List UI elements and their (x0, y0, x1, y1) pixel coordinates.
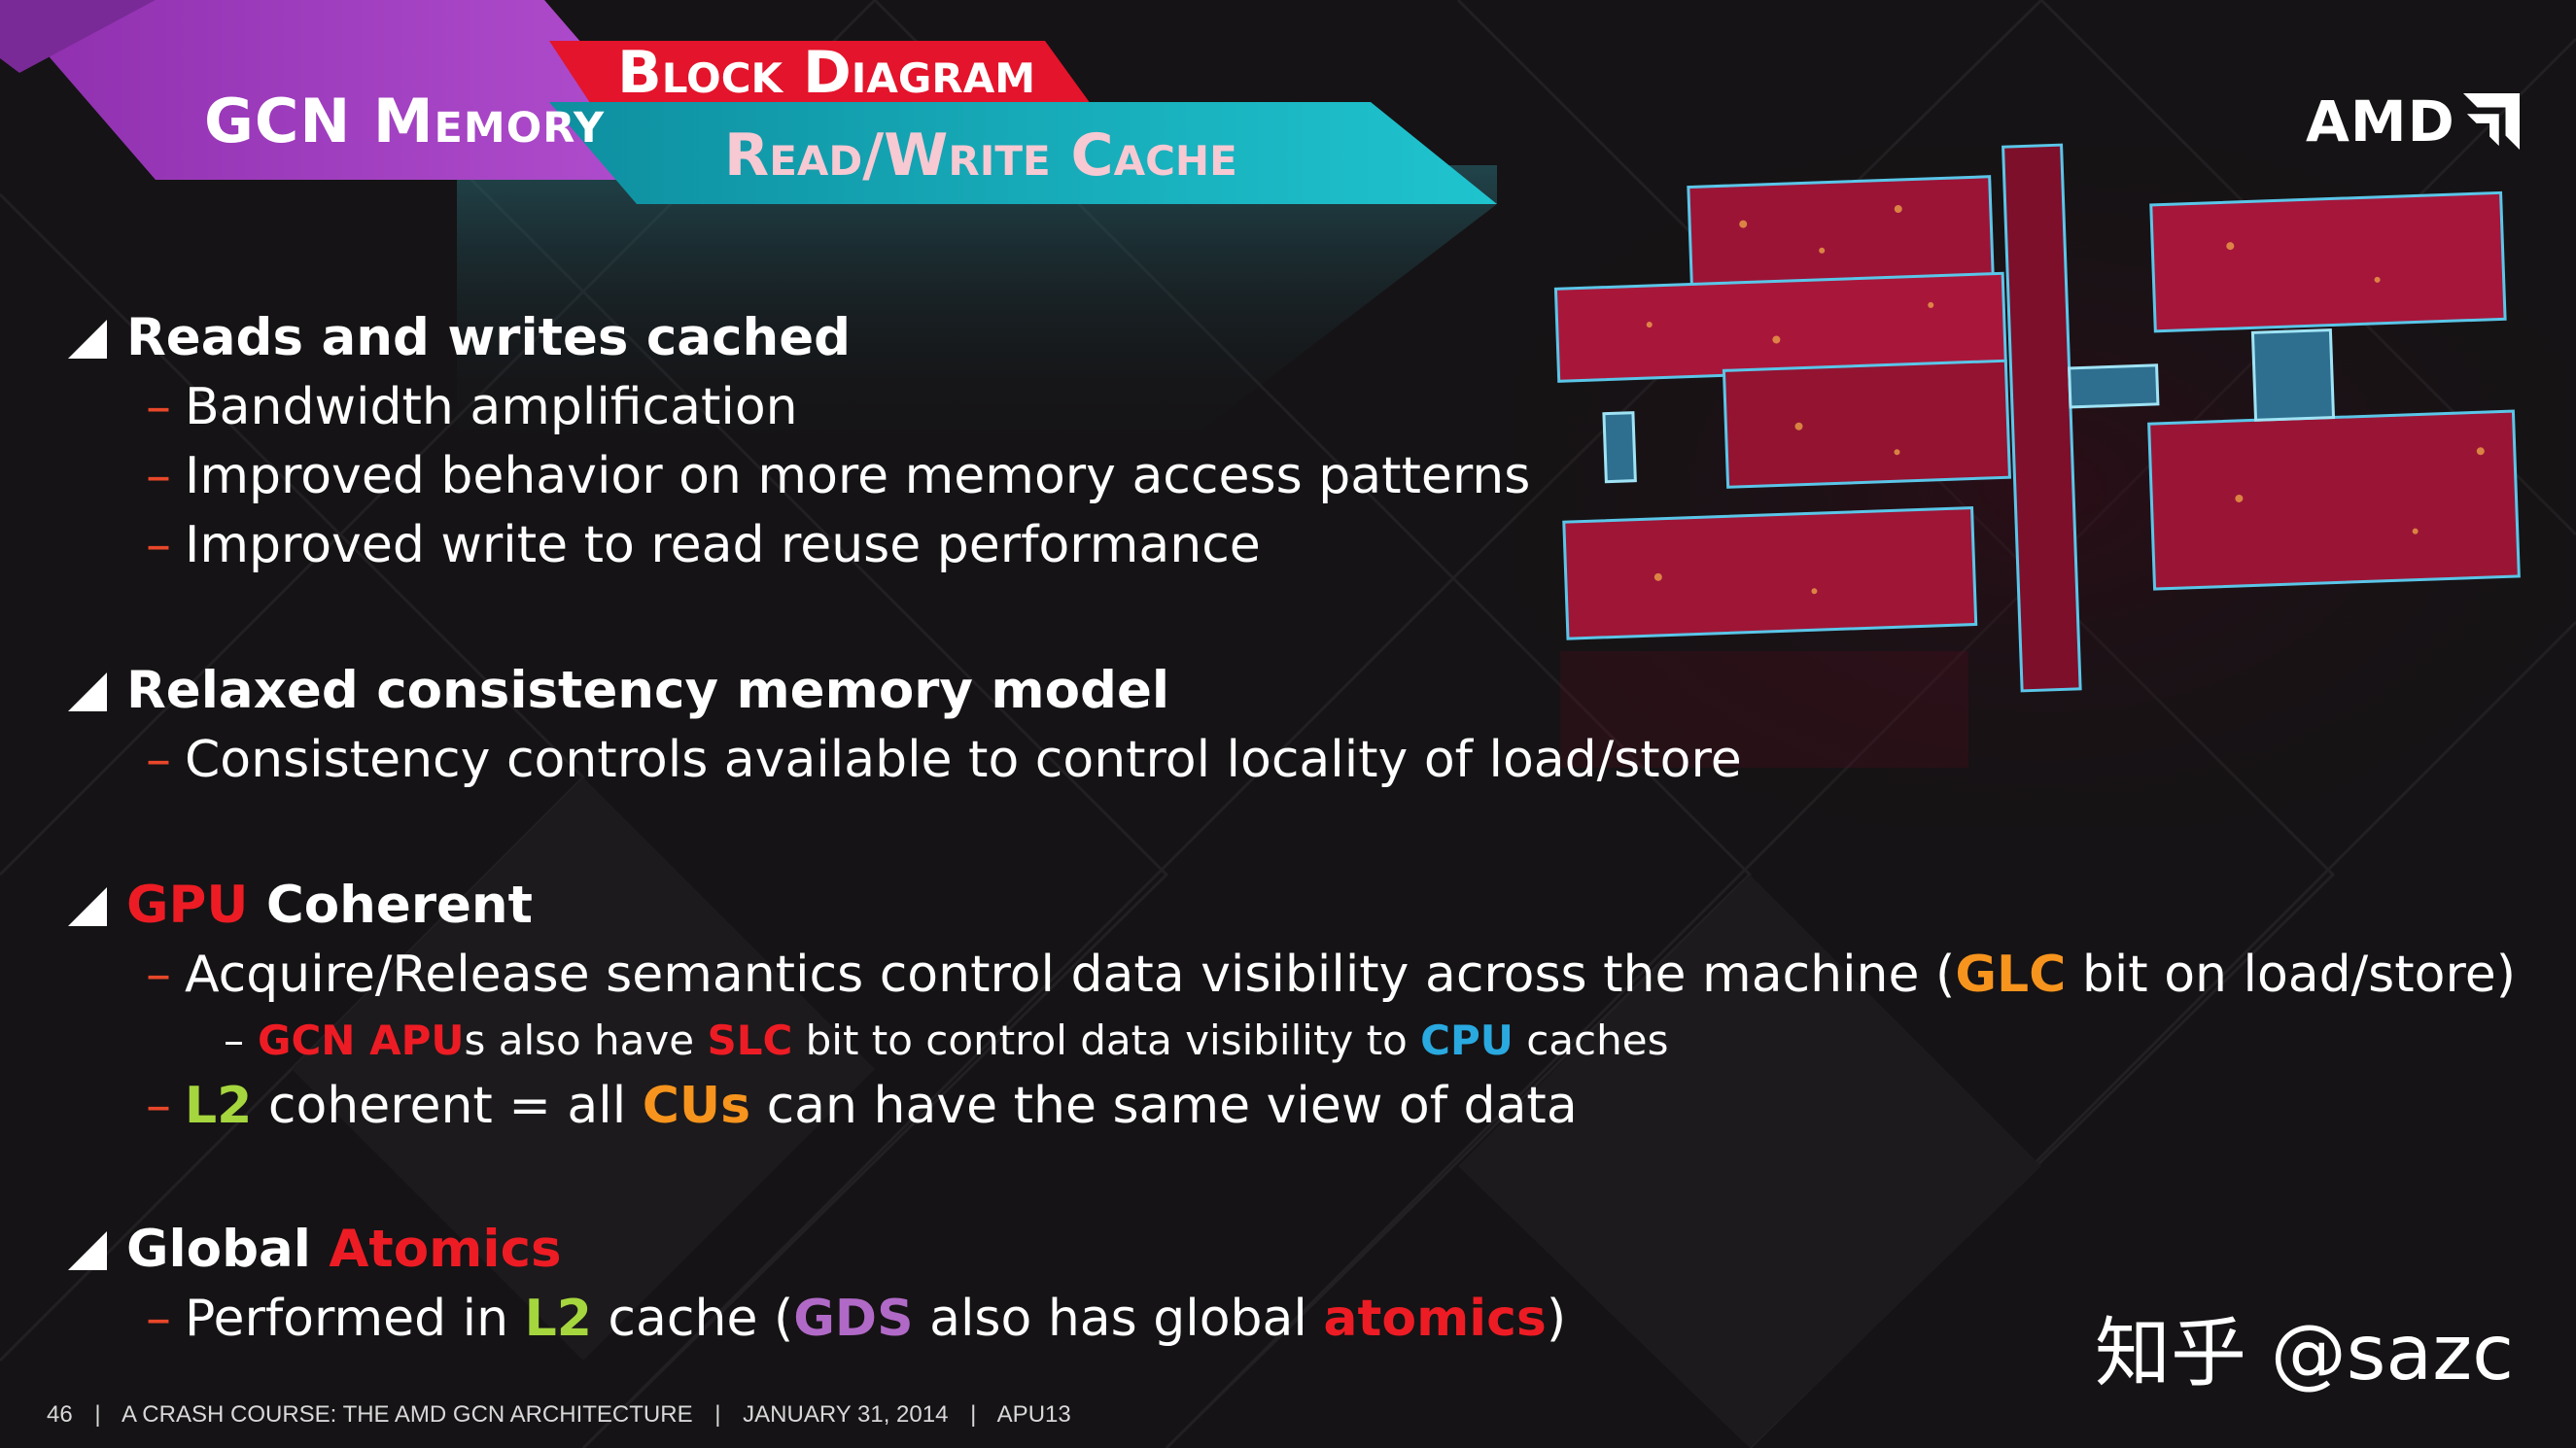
section-heading: Reads and writes cached (68, 303, 1530, 373)
amd-logo: AMD (2306, 88, 2520, 155)
list-item: –L2 coherent = all CUs can have the same… (146, 1077, 1578, 1135)
section-heading: GPU Coherent (68, 871, 2516, 941)
section-consistency: Relaxed consistency memory model –Consis… (68, 656, 1742, 795)
heading-text: Reads and writes cached (126, 308, 852, 367)
section-heading: Global Atomics (68, 1215, 1566, 1285)
section-global-atomics: Global Atomics –Performed in L2 cache (G… (68, 1215, 1566, 1354)
footer-separator: | (94, 1401, 101, 1428)
bullet-triangle-icon (68, 320, 107, 359)
list-item: –Improved behavior on more memory access… (146, 447, 1531, 505)
page-number: 46 (47, 1401, 73, 1428)
bullet-triangle-icon (68, 887, 107, 926)
watermark: 知乎 @sazc (2095, 1310, 2515, 1397)
heading-gpu: GPU (126, 876, 249, 935)
footer-separator: | (970, 1401, 977, 1428)
bullet-triangle-icon (68, 672, 107, 711)
slide-title: GCN Memory (204, 86, 606, 156)
section-reads-writes: Reads and writes cached –Bandwidth ampli… (68, 303, 1530, 580)
heading-text: Coherent (248, 876, 533, 935)
list-item: –Bandwidth amplification (146, 378, 798, 436)
list-subitem: –GCN APUs also have SLC bit to control d… (224, 1017, 1669, 1064)
list-item: –Performed in L2 cache (GDS also has glo… (146, 1290, 1567, 1348)
heading-text: Relaxed consistency memory model (126, 661, 1170, 720)
tag-read-write-cache: Read/Write Cache (724, 121, 1237, 190)
amd-arrow-icon (2462, 93, 2520, 150)
amd-logo-text: AMD (2306, 88, 2455, 155)
list-item: –Improved write to read reuse performanc… (146, 516, 1261, 574)
tag-block-diagram: Block Diagram (617, 39, 1036, 107)
footer-separator: | (714, 1401, 721, 1428)
list-item: –Acquire/Release semantics control data … (146, 946, 2516, 1004)
bullet-triangle-icon (68, 1231, 107, 1270)
event-name: APU13 (996, 1401, 1071, 1428)
list-item: –Consistency controls available to contr… (146, 731, 1742, 789)
heading-atomics: Atomics (329, 1220, 562, 1279)
section-gpu-coherent: GPU Coherent –Acquire/Release semantics … (68, 871, 2516, 1141)
course-title: A CRASH COURSE: THE AMD GCN ARCHITECTURE (121, 1401, 693, 1428)
section-heading: Relaxed consistency memory model (68, 656, 1742, 726)
footer-date: JANUARY 31, 2014 (743, 1401, 949, 1428)
slide-footer: 46 | A CRASH COURSE: THE AMD GCN ARCHITE… (47, 1401, 1087, 1429)
heading-text: Global (126, 1220, 330, 1279)
